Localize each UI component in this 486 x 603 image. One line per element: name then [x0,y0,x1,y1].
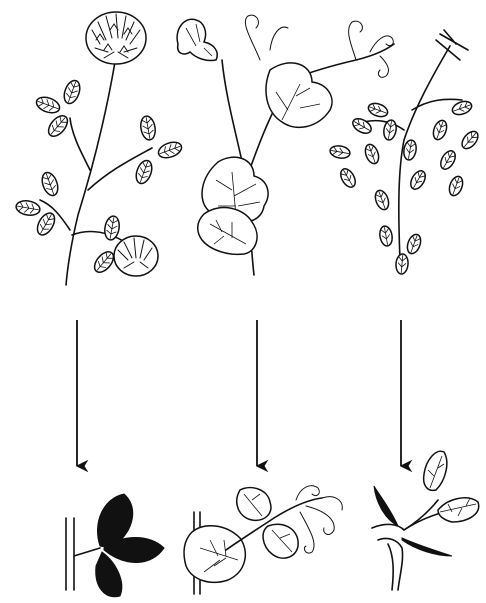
pea-plant-icon [177,15,394,275]
arrows [77,320,401,466]
stipule-leaf-icon [372,451,479,590]
vetch-plant-icon [329,30,481,274]
pea-leaf-with-tendrils-icon [184,486,342,594]
trifoliate-leaf-icon [66,494,164,597]
clover-plant-icon [15,12,184,285]
